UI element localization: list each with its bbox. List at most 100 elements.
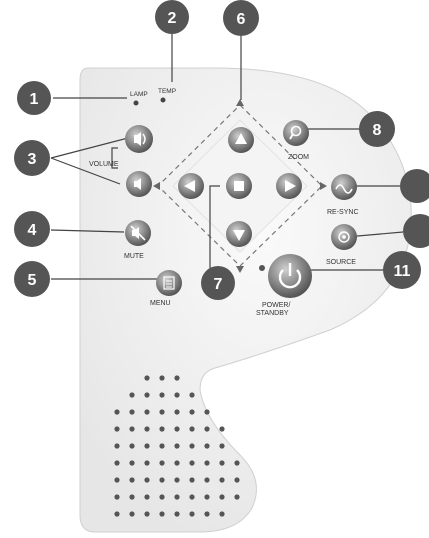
dpad-center-button[interactable] [226, 173, 252, 199]
grille-hole [219, 443, 225, 449]
callout-4: 4 [14, 211, 50, 247]
grille-hole [174, 460, 180, 466]
grille-hole [144, 392, 150, 398]
volume-up-button[interactable] [125, 125, 153, 153]
grille-hole [204, 426, 210, 432]
callout-1: 1 [17, 81, 51, 115]
grille-hole [144, 443, 150, 449]
power-standby-button[interactable] [268, 254, 312, 298]
grille-hole [159, 426, 165, 432]
grille-hole [159, 494, 165, 500]
grille-hole [219, 494, 225, 500]
grille-hole [159, 477, 165, 483]
grille-hole [144, 511, 150, 517]
grille-hole [144, 375, 150, 381]
grille-hole [189, 443, 195, 449]
grille-hole [129, 494, 135, 500]
volume-label: VOLUME [89, 161, 119, 168]
dpad-right-button[interactable] [276, 173, 302, 199]
callout-6-number: 6 [237, 11, 246, 28]
grille-hole [159, 511, 165, 517]
grille-hole [234, 460, 240, 466]
grille-hole [129, 511, 135, 517]
callout-4-number: 4 [28, 222, 37, 239]
grille-hole [234, 494, 240, 500]
menu-button[interactable] [156, 270, 182, 296]
zoom-label: ZOOM [288, 154, 309, 161]
source-label: SOURCE [326, 259, 356, 266]
callout-10-partial [403, 214, 429, 248]
grille-hole [144, 494, 150, 500]
arrow-tip-left [153, 182, 160, 190]
grille-hole [174, 477, 180, 483]
callout-5: 5 [14, 261, 50, 297]
callout-7-number: 7 [214, 276, 223, 293]
speaker-grille [114, 375, 240, 517]
callout-8: 8 [359, 111, 395, 147]
re-sync-button[interactable] [331, 174, 357, 200]
grille-hole [204, 511, 210, 517]
grille-hole [189, 392, 195, 398]
grille-hole [129, 477, 135, 483]
grille-hole [219, 511, 225, 517]
grille-hole [219, 460, 225, 466]
lamp-label: LAMP [130, 91, 148, 98]
mute-button[interactable] [125, 220, 151, 246]
arrow-tip-right [320, 182, 327, 190]
source-button[interactable] [331, 224, 357, 250]
arrow-tip-up [236, 99, 244, 106]
grille-hole [114, 511, 120, 517]
grille-hole [204, 443, 210, 449]
grille-hole [189, 494, 195, 500]
grille-hole [204, 409, 210, 415]
grille-hole [129, 392, 135, 398]
lamp-led [133, 100, 139, 106]
grille-hole [174, 392, 180, 398]
temp-led [160, 97, 166, 103]
grille-hole [144, 426, 150, 432]
dpad-down-button[interactable] [226, 221, 252, 247]
grille-hole [159, 460, 165, 466]
power-label-line1: POWER/ [262, 302, 290, 309]
grille-hole [174, 443, 180, 449]
grille-hole [129, 409, 135, 415]
power-led [259, 265, 265, 271]
grille-hole [114, 460, 120, 466]
dpad-left-button[interactable] [178, 173, 204, 199]
callout-9-partial [400, 169, 429, 203]
dpad-up-button[interactable] [228, 127, 254, 153]
grille-hole [189, 460, 195, 466]
volume-down-button[interactable] [126, 171, 152, 197]
grille-hole [144, 477, 150, 483]
grille-hole [114, 477, 120, 483]
power-label-line2: STANDBY [256, 310, 289, 317]
re-sync-label: RE-SYNC [327, 209, 359, 216]
callout-1-number: 1 [30, 91, 39, 108]
grille-hole [114, 409, 120, 415]
callout-11: 11 [383, 251, 421, 289]
grille-hole [174, 494, 180, 500]
callout-3: 3 [14, 140, 50, 176]
zoom-button[interactable] [283, 120, 309, 146]
callout-11-number: 11 [394, 263, 411, 280]
grille-hole [144, 460, 150, 466]
temp-label: TEMP [158, 88, 176, 95]
grille-hole [129, 460, 135, 466]
grille-hole [159, 443, 165, 449]
callout-3-number: 3 [28, 151, 37, 168]
grille-hole [114, 494, 120, 500]
leader-lines [50, 27, 404, 280]
callout-2-number: 2 [168, 10, 177, 27]
callout-5-number: 5 [28, 272, 37, 289]
callout-8-number: 8 [373, 122, 382, 139]
grille-hole [189, 426, 195, 432]
grille-hole [114, 426, 120, 432]
grille-hole [114, 443, 120, 449]
grille-hole [189, 477, 195, 483]
grille-hole [204, 494, 210, 500]
arrow-tip-down [236, 266, 244, 273]
grille-hole [129, 443, 135, 449]
grille-hole [234, 477, 240, 483]
grille-hole [174, 426, 180, 432]
